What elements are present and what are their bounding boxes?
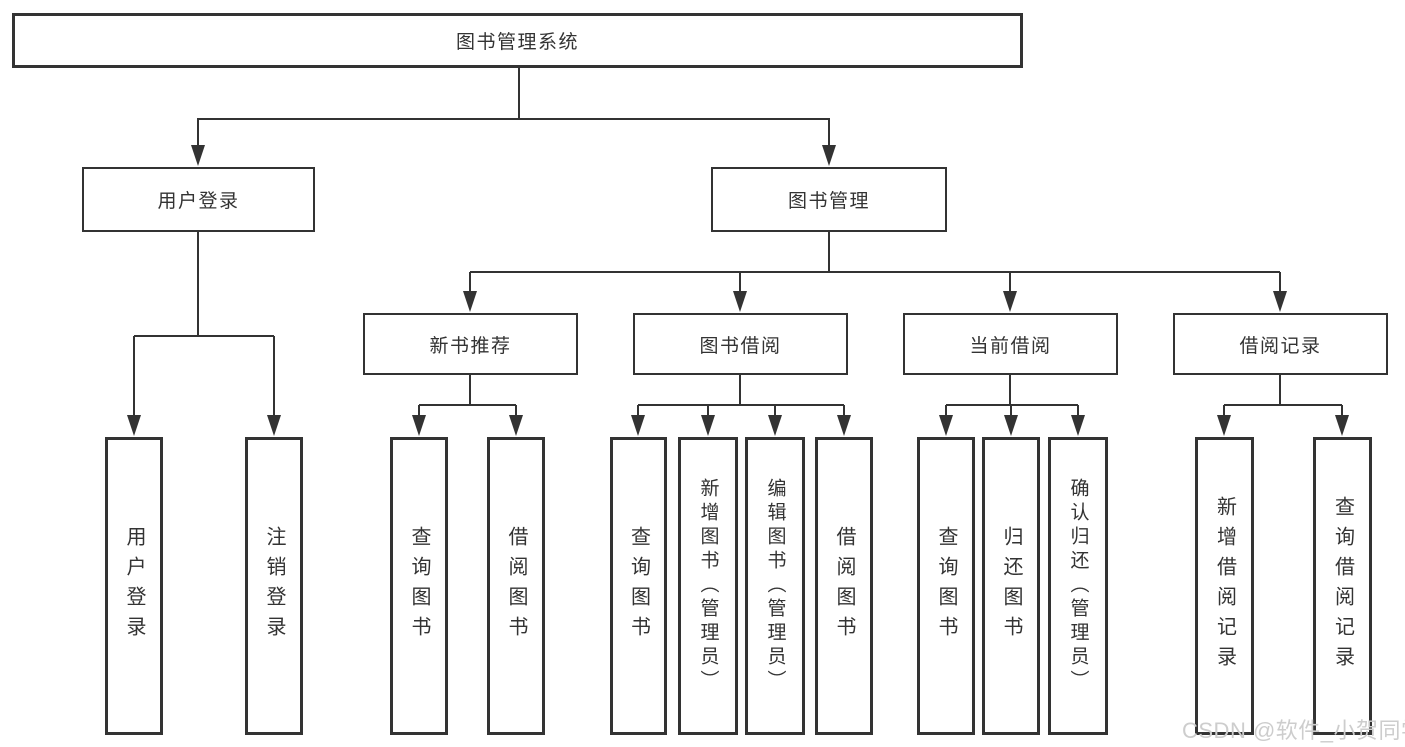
leaf-confirm-return-admin: 确认归还（管理员） [1048, 437, 1108, 735]
arrow-down-icon [127, 415, 141, 436]
arrow-down-icon [1217, 415, 1231, 436]
leaf-return-books: 归还图书 [982, 437, 1040, 735]
arrow-down-icon [191, 145, 205, 166]
leaf-query-books-recommend: 查询图书 [390, 437, 448, 735]
node-label: 查询图书 [408, 526, 430, 646]
node-label: 查询借阅记录 [1331, 496, 1354, 676]
node-label: 图书借阅 [699, 335, 782, 357]
node-borrow-records: 借阅记录 [1173, 313, 1388, 375]
leaf-borrow-books-recommend: 借阅图书 [487, 437, 545, 735]
arrow-down-icon [822, 145, 836, 166]
arrow-down-icon [837, 415, 851, 436]
leaf-query-books-borrow: 查询图书 [610, 437, 667, 735]
node-book-management: 图书管理 [711, 167, 947, 232]
connector-borrow-branch [637, 375, 845, 422]
node-label: 查询图书 [935, 526, 957, 646]
arrow-down-icon [267, 415, 281, 436]
arrow-down-icon [1335, 415, 1349, 436]
node-label: 查询图书 [627, 526, 650, 646]
connector-new-rec-branch [418, 375, 517, 422]
node-library-system: 图书管理系统 [12, 13, 1023, 68]
csdn-watermark: CSDN @软件_小贺同学 [1182, 718, 1405, 743]
arrow-down-icon [631, 415, 645, 436]
node-label: 新增借阅记录 [1213, 496, 1236, 676]
arrow-down-icon [1004, 415, 1018, 436]
node-label: 当前借阅 [969, 335, 1052, 357]
node-user-login: 用户登录 [82, 167, 315, 232]
arrow-down-icon [463, 291, 477, 312]
node-label: 借阅记录 [1239, 335, 1322, 357]
leaf-add-books-admin: 新增图书（管理员） [678, 437, 738, 735]
leaf-add-borrow-record: 新增借阅记录 [1195, 437, 1254, 735]
connector-current-branch [945, 375, 1079, 422]
arrowheads [127, 145, 1349, 436]
leaf-query-borrow-record: 查询借阅记录 [1313, 437, 1372, 735]
node-label: 借阅图书 [833, 526, 855, 646]
arrow-down-icon [1071, 415, 1085, 436]
connector-user-login-branch [133, 232, 275, 422]
node-current-borrow: 当前借阅 [903, 313, 1118, 375]
arrow-down-icon [1003, 291, 1017, 312]
arrow-down-icon [733, 291, 747, 312]
connector-root-branch [197, 68, 830, 152]
node-label: 注销登录 [263, 526, 285, 646]
connector-book-mgmt-branch [469, 232, 1281, 298]
node-label: 借阅图书 [505, 526, 527, 646]
node-label: 编辑图书（管理员） [764, 478, 786, 694]
node-label: 新增图书（管理员） [697, 478, 719, 694]
node-new-book-recommend: 新书推荐 [363, 313, 578, 375]
node-book-borrow: 图书借阅 [633, 313, 848, 375]
arrow-down-icon [768, 415, 782, 436]
leaf-borrow-books: 借阅图书 [815, 437, 873, 735]
connector-records-branch [1223, 375, 1343, 422]
node-label: 归还图书 [1000, 526, 1022, 646]
leaf-user-login: 用户登录 [105, 437, 163, 735]
node-label: 用户登录 [157, 191, 240, 212]
leaf-query-books-current: 查询图书 [917, 437, 975, 735]
leaf-logout: 注销登录 [245, 437, 303, 735]
node-label: 确认归还（管理员） [1067, 478, 1089, 694]
node-label: 用户登录 [123, 526, 145, 646]
arrow-down-icon [412, 415, 426, 436]
arrow-down-icon [509, 415, 523, 436]
arrow-down-icon [939, 415, 953, 436]
arrow-down-icon [701, 415, 715, 436]
leaf-edit-books-admin: 编辑图书（管理员） [745, 437, 805, 735]
node-label: 图书管理 [787, 191, 870, 212]
node-label: 图书管理系统 [455, 32, 579, 53]
node-label: 新书推荐 [429, 335, 512, 357]
arrow-down-icon [1273, 291, 1287, 312]
